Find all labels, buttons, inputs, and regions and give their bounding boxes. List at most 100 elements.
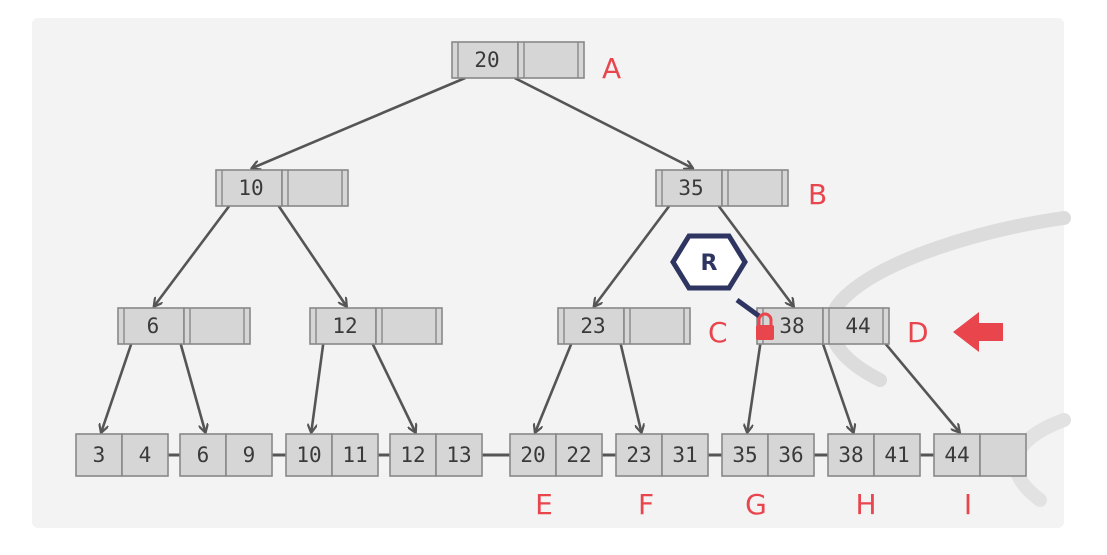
key-cell — [873, 433, 921, 477]
key-cell — [721, 433, 769, 477]
key-cell — [121, 433, 169, 477]
key-cell — [183, 307, 251, 345]
node-h: 38 41 — [827, 433, 921, 477]
tree-edge — [535, 343, 573, 432]
key-value: 20 — [520, 443, 545, 467]
node-label-c: C — [708, 316, 728, 349]
key-value: 9 — [243, 443, 256, 467]
key-value: 23 — [580, 314, 605, 338]
key-value: 44 — [845, 314, 870, 338]
node-label-a: A — [602, 52, 621, 85]
key-value: 11 — [342, 443, 367, 467]
key-cell — [517, 41, 585, 79]
tree-edge — [884, 343, 960, 432]
key-cell — [822, 307, 890, 345]
node-g: 35 36 — [721, 433, 815, 477]
key-value: 38 — [779, 314, 804, 338]
tree-edge — [371, 343, 416, 432]
key-value: 36 — [778, 443, 803, 467]
node-l3: 10 11 — [285, 433, 379, 477]
key-value: 10 — [296, 443, 321, 467]
key-cell — [179, 433, 227, 477]
tree-edge — [594, 205, 671, 306]
latch-indicator: R — [670, 233, 1003, 352]
key-cell — [623, 307, 691, 345]
tree-edge — [252, 76, 466, 168]
node-n6: 6 — [117, 307, 251, 345]
arrow-left-icon — [953, 312, 1003, 352]
key-cell — [721, 169, 789, 207]
node-label-f: F — [638, 488, 654, 521]
key-cell — [225, 433, 273, 477]
tree-edge — [747, 343, 762, 432]
node-l4: 12 13 — [389, 433, 483, 477]
key-value: 35 — [732, 443, 757, 467]
key-cell — [375, 307, 443, 345]
key-cell — [509, 433, 557, 477]
key-value: 4 — [139, 443, 152, 467]
node-n10: 10 — [215, 169, 349, 207]
node-label-e: E — [535, 488, 553, 521]
key-cell — [979, 433, 1027, 477]
node-label-i: I — [964, 488, 972, 521]
key-value: 23 — [626, 443, 651, 467]
latch-hexagon — [670, 233, 748, 291]
key-cell — [435, 433, 483, 477]
node-f: 23 31 — [615, 433, 709, 477]
key-cell — [281, 169, 349, 207]
latch-mode-text: R — [701, 251, 718, 276]
tree-edge — [311, 343, 325, 432]
tree-edge — [821, 343, 853, 432]
node-b: 35 — [655, 169, 789, 207]
key-cell — [655, 169, 723, 207]
key-cell — [331, 433, 379, 477]
key-value: 6 — [197, 443, 210, 467]
node-c: 23 — [557, 307, 691, 345]
tree-edge — [154, 205, 231, 306]
node-a: 20 — [451, 41, 585, 79]
key-cell — [555, 433, 603, 477]
lock-icon — [756, 312, 774, 340]
key-value: 44 — [944, 443, 969, 467]
node-n12: 12 — [309, 307, 443, 345]
key-value: 6 — [147, 314, 160, 338]
key-cell — [661, 433, 709, 477]
key-value: 12 — [332, 314, 357, 338]
key-value: 22 — [566, 443, 591, 467]
tree-edge — [717, 205, 794, 306]
node-d: 38 44 — [756, 307, 890, 345]
tree-edge — [179, 343, 206, 432]
key-value: 31 — [672, 443, 697, 467]
key-value: 10 — [238, 176, 263, 200]
key-cell — [615, 433, 663, 477]
key-value: 3 — [93, 443, 106, 467]
node-label-g: G — [745, 488, 767, 521]
node-label-h: H — [855, 488, 876, 521]
tree-edge — [101, 343, 133, 432]
background-arc — [823, 211, 1071, 387]
tree-edge — [514, 76, 693, 168]
tree-edge — [277, 205, 347, 306]
tree-edge — [619, 343, 642, 432]
key-cell — [767, 433, 815, 477]
latch-connector — [735, 297, 761, 319]
key-value: 13 — [446, 443, 471, 467]
key-value: 38 — [838, 443, 863, 467]
node-label-b: B — [808, 178, 827, 211]
node-i: 44 — [933, 433, 1027, 477]
node-label-d: D — [907, 316, 929, 349]
key-cell — [117, 307, 185, 345]
tree-edges — [101, 76, 960, 432]
node-labels: A B C D E F G H I — [535, 52, 972, 521]
key-value: 12 — [400, 443, 425, 467]
key-value: 35 — [678, 176, 703, 200]
key-value: 20 — [474, 48, 499, 72]
key-cell — [557, 307, 625, 345]
key-value: 41 — [884, 443, 909, 467]
